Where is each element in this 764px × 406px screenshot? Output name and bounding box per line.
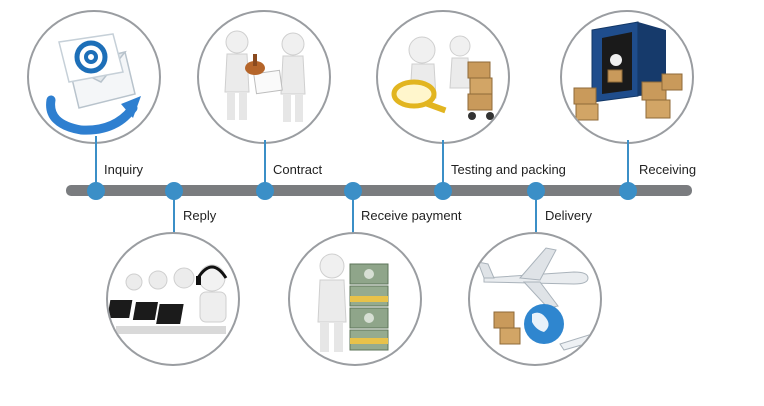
delivery-label: Delivery <box>545 208 592 223</box>
receiving-node <box>619 182 637 200</box>
testing-packing-connector <box>442 140 444 188</box>
contract-node <box>256 182 274 200</box>
money-stack-icon <box>317 253 389 352</box>
receiving-label: Receiving <box>639 162 697 177</box>
reply-label: Reply <box>183 208 217 223</box>
receive-payment-node <box>344 182 362 200</box>
inquiry-connector <box>95 136 97 188</box>
testing-packing-node <box>434 182 452 200</box>
contract-label: Contract <box>273 162 323 177</box>
delivery-image <box>468 232 602 366</box>
airplane-globe-icon <box>477 247 596 351</box>
inquiry-node <box>87 182 105 200</box>
receiving-connector <box>627 140 629 188</box>
reply-node <box>165 182 183 200</box>
email-envelope-icon <box>46 33 141 135</box>
inquiry-label: Inquiry <box>104 162 144 177</box>
inquiry-image <box>27 10 161 144</box>
reply-image <box>106 232 240 366</box>
receive-payment-connector <box>352 194 354 234</box>
receiving-image <box>560 10 694 144</box>
handshake-contract-icon <box>224 30 306 122</box>
call-center-icon <box>108 264 228 334</box>
magnifier-boxes-icon <box>391 35 494 120</box>
contract-connector <box>264 140 266 188</box>
testing-packing-label: Testing and packing <box>451 162 566 177</box>
delivery-connector <box>535 194 537 234</box>
reply-connector <box>173 194 175 234</box>
timeline-bar <box>66 185 692 196</box>
receive-payment-image <box>288 232 422 366</box>
delivery-node <box>527 182 545 200</box>
contract-image <box>197 10 331 144</box>
container-boxes-icon <box>573 21 683 121</box>
receive-payment-label: Receive payment <box>361 208 462 223</box>
testing-packing-image <box>376 10 510 144</box>
